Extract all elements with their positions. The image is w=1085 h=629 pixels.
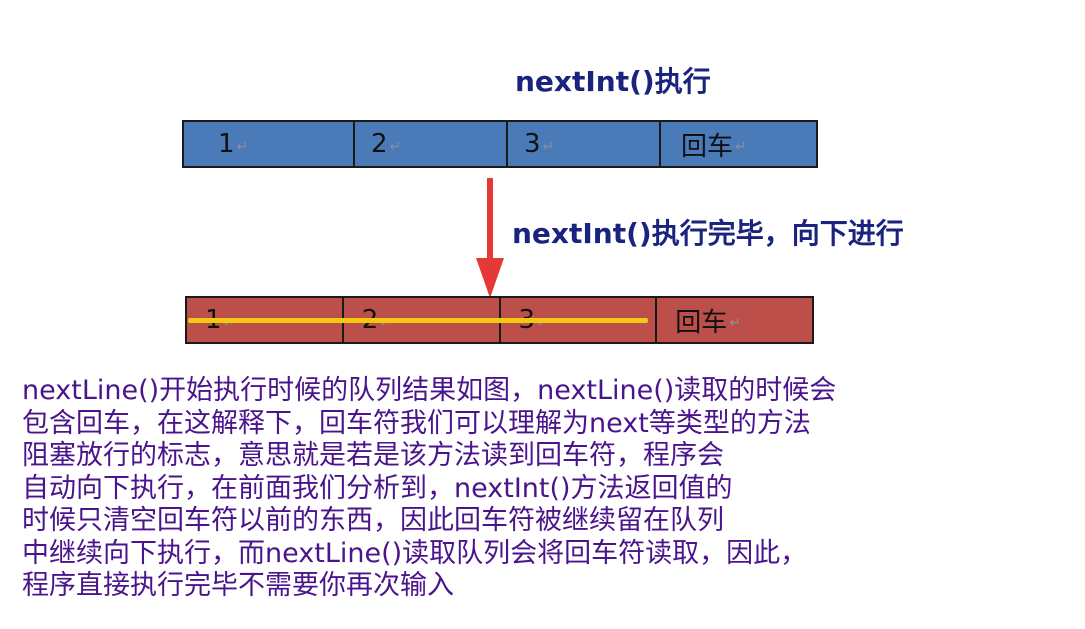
explanation-line: 中继续向下执行，而nextLine()读取队列会将回车符读取，因此， <box>22 537 808 569</box>
explanation-line: nextLine()开始执行时候的队列结果如图，nextLine()读取的时候会 <box>22 375 837 406</box>
explanation-line: 阻塞放行的标志，意思就是若是该方法读到回车符，程序会 <box>22 440 724 471</box>
explanation-line: 时候只清空回车符以前的东西，因此回车符被继续留在队列 <box>22 505 724 536</box>
cell-value: 回车 <box>675 307 728 338</box>
cell-value: 1 <box>218 129 235 159</box>
return-mark-icon: ↵ <box>729 315 741 331</box>
return-mark-icon: ↵ <box>542 139 555 155</box>
return-mark-icon: ↵ <box>236 139 249 155</box>
queue-after: 1↵ 2↵ 3↵ 回车↵ <box>185 296 814 344</box>
explanation-line: 自动向下执行，在前面我们分析到，nextInt()方法返回值的 <box>22 472 733 504</box>
cell-value: 2 <box>371 129 388 159</box>
queue-before-cell-2: 2↵ <box>355 122 508 166</box>
queue-before: 1↵ 2↵ 3↵ 回车↵ <box>182 120 818 168</box>
cell-value: 回车 <box>681 131 734 162</box>
explanation-line: 包含回车，在这解释下，回车符我们可以理解为next等类型的方法 <box>22 407 811 439</box>
explanation-line: 程序直接执行完毕不需要你再次输入 <box>22 570 454 601</box>
return-mark-icon: ↵ <box>380 315 393 331</box>
queue-after-cell-4: 回车↵ <box>657 298 812 342</box>
queue-before-cell-3: 3↵ <box>508 122 661 166</box>
queue-before-cell-4: 回车↵ <box>661 122 816 166</box>
return-mark-icon: ↵ <box>735 139 747 155</box>
cell-value: 3 <box>524 129 541 159</box>
down-arrow-icon <box>476 178 504 298</box>
return-mark-icon: ↵ <box>223 315 236 331</box>
explanation-text: nextLine()开始执行时候的队列结果如图，nextLine()读取的时候会… <box>22 375 1062 603</box>
diagram-title: nextInt()执行 <box>515 65 711 98</box>
queue-before-cell-1: 1↵ <box>184 122 355 166</box>
return-mark-icon: ↵ <box>537 315 549 331</box>
arrow-label: nextInt()执行完毕，向下进行 <box>512 217 904 250</box>
consumed-strike-line <box>188 318 648 323</box>
return-mark-icon: ↵ <box>389 139 402 155</box>
